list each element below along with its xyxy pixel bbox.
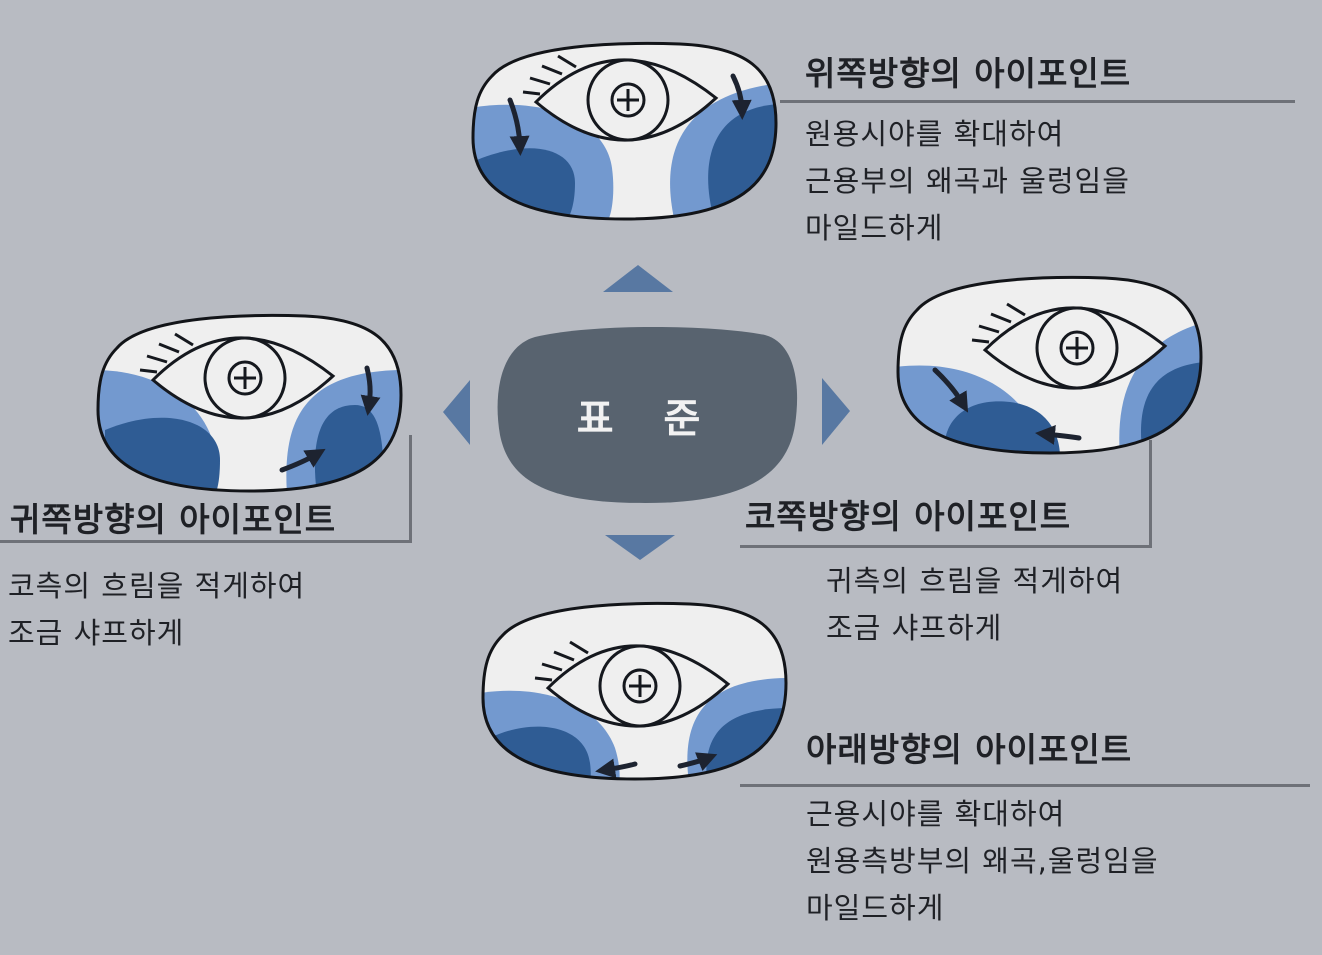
eyelash <box>1006 302 1026 317</box>
eyelash <box>529 76 551 86</box>
description-line: 근용부의 왜곡과 울렁임을 <box>805 164 1130 198</box>
panel-ear-title: 귀쪽방향의 아이포인트 <box>10 500 337 539</box>
lens-outline <box>481 601 788 781</box>
eyelash <box>139 368 158 374</box>
strong-blur-zone <box>944 401 1060 453</box>
arrow-icon <box>677 752 718 771</box>
description-line: 조금 샤프하게 <box>8 616 185 650</box>
arrow-icon <box>932 367 969 413</box>
eyelash <box>534 676 553 682</box>
panel-up-title: 위쪽방향의 아이포인트 <box>805 54 1132 93</box>
eyelash <box>522 90 541 96</box>
lens-outline <box>896 275 1203 455</box>
triangle-up-icon <box>603 265 673 292</box>
eyelash <box>146 354 168 364</box>
arrow-icon <box>595 758 638 779</box>
panel-nose-description: 귀측의 흐림을 적게하여 조금 샤프하게 <box>826 558 1123 652</box>
eye-icon <box>971 302 1168 390</box>
plus-icon <box>1066 337 1088 359</box>
standard-center-shape: 표 준 <box>495 325 800 505</box>
panel-down-description: 근용시야를 확대하여 원용측방부의 왜곡,울렁임을 마일드하게 <box>806 791 1159 932</box>
description-line: 원용측방부의 왜곡,울렁임을 <box>806 844 1159 878</box>
description-line: 마일드하게 <box>806 891 945 925</box>
triangle-left-icon <box>443 380 470 445</box>
plus-icon <box>629 675 651 697</box>
eye-icon <box>522 54 719 142</box>
eyelash <box>174 332 194 347</box>
arrow-icon <box>507 97 530 156</box>
plus-icon <box>234 367 256 389</box>
plus-icon <box>617 89 639 111</box>
eyelash <box>971 338 990 344</box>
strong-blur-zone <box>473 148 575 219</box>
leader-line-nose-v <box>1149 440 1152 548</box>
description-line: 코측의 흐림을 적게하여 <box>8 569 306 603</box>
leader-line-ear-h <box>0 540 412 543</box>
lens-outline <box>96 313 403 493</box>
eyelash <box>541 64 563 76</box>
pupil-circle <box>610 82 646 118</box>
description-line: 귀측의 흐림을 적게하여 <box>826 564 1124 598</box>
leader-line-nose-h <box>740 545 1152 548</box>
eyelash <box>569 640 589 655</box>
eye-icon <box>139 332 336 420</box>
lens-nose-eyepoint <box>896 275 1203 455</box>
leader-line-ear-v <box>409 435 412 543</box>
eyelash <box>553 650 575 662</box>
pupil-circle <box>227 360 263 396</box>
triangle-right-icon <box>822 378 850 445</box>
center-blob <box>497 327 798 503</box>
center-label: 표 준 <box>576 396 719 442</box>
eyelash <box>978 324 1000 334</box>
panel-ear-description: 코측의 흐림을 적게하여 조금 샤프하게 <box>8 563 305 657</box>
pupil-circle <box>1059 330 1095 366</box>
triangle-down-icon <box>605 535 675 560</box>
leader-line-up <box>780 100 1295 103</box>
lens-down-eyepoint <box>481 601 788 781</box>
eyelash <box>541 662 563 672</box>
lens-up-eyepoint <box>471 41 778 221</box>
panel-nose-title: 코쪽방향의 아이포인트 <box>745 497 1072 536</box>
lens-ear-eyepoint <box>96 313 403 493</box>
description-line: 조금 샤프하게 <box>826 611 1003 645</box>
eyelash <box>158 342 180 354</box>
arrow-icon <box>1035 424 1082 445</box>
arrow-icon <box>279 448 326 473</box>
pupil-circle <box>622 668 658 704</box>
lens-outline <box>471 41 778 221</box>
description-line: 원용시야를 확대하여 <box>805 117 1065 151</box>
leader-line-down <box>740 784 1310 787</box>
eye-icon <box>534 640 731 728</box>
panel-up-description: 원용시야를 확대하여 근용부의 왜곡과 울렁임을 마일드하게 <box>805 111 1130 252</box>
arrow-icon <box>730 73 752 120</box>
description-line: 마일드하게 <box>805 211 944 245</box>
description-line: 근용시야를 확대하여 <box>806 797 1066 831</box>
eyelash <box>557 54 577 69</box>
eyelash <box>990 312 1012 324</box>
strong-blur-zone <box>105 417 220 491</box>
panel-down-title: 아래방향의 아이포인트 <box>806 730 1133 769</box>
arrow-icon <box>360 365 381 416</box>
